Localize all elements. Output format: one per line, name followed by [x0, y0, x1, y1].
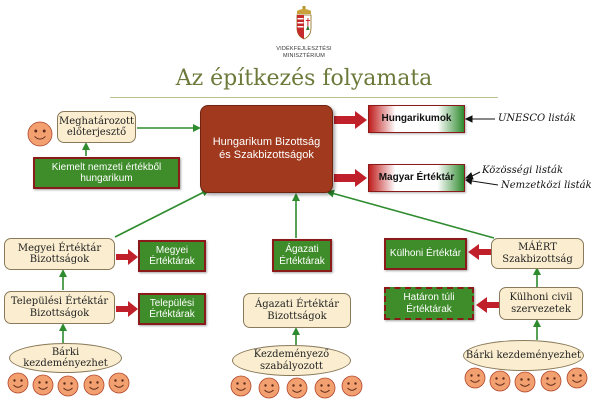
barki-kezdemenyezhet-right-node: Bárki kezdeményezhet	[463, 340, 584, 371]
smiley-face-icon	[108, 372, 130, 394]
kezdemenyezo-szabalyozott-label: Kezdeményező szabályozott	[253, 349, 330, 372]
smiley-face-icon	[27, 121, 53, 147]
title-divider	[110, 97, 498, 98]
kezdemenyezo-szabalyozott-node: Kezdeményező szabályozott	[232, 345, 351, 376]
barki-kezdemenyezhet-left-label: Bárki kezdeményezhet	[23, 346, 108, 370]
red-arrow-kulhoni	[468, 244, 491, 260]
barki-kezdemenyezhet-right-label: Bárki kezdeményezhet	[465, 349, 582, 361]
megyei-ertektarak-node: Megyei Értéktárak	[138, 240, 206, 272]
magyar-ertektar-label: Magyar Értéktár	[378, 172, 455, 184]
meghatarozott-eloterjeszto-label: Meghatározott előterjesztő	[58, 115, 135, 139]
barki-kezdemenyezhet-left-node: Bárki kezdeményezhet	[9, 343, 122, 373]
smiley-face-icon	[566, 367, 588, 389]
hungarikum-bizottsag-node: Hungarikum Bizottság és Szakbizottságok	[200, 105, 333, 193]
kulhoni-civil-szervezetek-label: Külhoni civil szervezetek	[509, 292, 573, 315]
megyei-ertektar-bizottsagok-node: Megyei Értéktár Bizottságok	[4, 238, 115, 270]
kozossegi-listak-label: Közösségi listák	[482, 165, 564, 176]
smiley-face-icon	[540, 370, 562, 392]
red-arrow-to-magyar-ertektar	[334, 169, 367, 187]
ministry-name: VIDÉKFEJLESZTÉSI MINISZTÉRIUM	[276, 46, 332, 59]
smiley-face-icon	[286, 377, 308, 399]
smiley-face-icon	[341, 375, 363, 397]
kulhoni-ertektar-label: Külhoni Értéktár	[389, 248, 462, 260]
maert-szakbizottsag-label: MÁÉRT Szakbizottság	[502, 242, 573, 265]
smiley-face-icon	[489, 370, 511, 392]
hataron-tuli-ertektarak-node: Határon túli Értéktárak	[384, 287, 474, 320]
magyar-ertektar-node: Magyar Értéktár	[368, 164, 465, 192]
smiley-faces	[7, 121, 588, 399]
nemzetkozi-listak-label: Nemzetközi listák	[501, 180, 592, 191]
agazati-ertektar-bizottsagok-label: Ágazati Értéktár Bizottságok	[254, 299, 340, 322]
megyei-ertektarak-label: Megyei Értéktárak	[149, 244, 195, 268]
agazati-ertektar-bizottsagok-node: Ágazati Értéktár Bizottságok	[243, 293, 351, 328]
coat-of-arms-icon	[296, 6, 312, 40]
kulhoni-ertektar-node: Külhoni Értéktár	[384, 238, 467, 270]
ministry-logo: VIDÉKFEJLESZTÉSI MINISZTÉRIUM	[258, 6, 350, 59]
telepulesi-ertektar-bizottsagok-label: Települési Értéktár Bizottságok	[10, 296, 109, 319]
kulhoni-civil-szervezetek-node: Külhoni civil szervezetek	[499, 287, 583, 320]
telepulesi-ertektar-bizottsagok-node: Települési Értéktár Bizottságok	[4, 291, 115, 324]
hataron-tuli-ertektarak-label: Határon túli Értéktárak	[403, 292, 455, 315]
smiley-face-icon	[32, 374, 54, 396]
smiley-face-icon	[258, 377, 280, 399]
hungarikumok-label: Hungarikumok	[381, 113, 452, 125]
hungarikum-bizottsag-label: Hungarikum Bizottság és Szakbizottságok	[212, 136, 321, 161]
side-label-arrows	[464, 115, 499, 186]
red-arrow-to-hungarikumok	[334, 111, 367, 129]
kiemelt-nemzeti-ertek-label: Kiemelt nemzeti értékből hungarikum	[51, 161, 162, 185]
agazati-ertektarak-label: Ágazati Értéktárak	[279, 244, 325, 267]
red-arrow-megyei	[116, 249, 138, 265]
kiemelt-nemzeti-ertek-node: Kiemelt nemzeti értékből hungarikum	[33, 157, 180, 189]
smiley-face-icon	[230, 375, 252, 397]
megyei-ertektar-bizottsagok-label: Megyei Értéktár Bizottságok	[17, 242, 102, 266]
smiley-face-icon	[314, 377, 336, 399]
red-arrow-telepulesi	[116, 301, 138, 317]
maert-szakbizottsag-node: MÁÉRT Szakbizottság	[491, 238, 584, 269]
smiley-face-icon	[514, 371, 536, 393]
hungarikumok-node: Hungarikumok	[368, 105, 465, 133]
red-arrow-hataron-tuli	[476, 297, 499, 313]
green-connectors	[59, 124, 541, 345]
telepulesi-ertektarak-node: Települési Értéktárak	[138, 293, 206, 325]
smiley-face-icon	[83, 374, 105, 396]
agazati-ertektarak-node: Ágazati Értéktárak	[272, 239, 332, 272]
smiley-face-icon	[57, 375, 79, 397]
smiley-face-icon	[464, 367, 486, 389]
telepulesi-ertektarak-label: Települési Értéktárak	[149, 297, 195, 321]
page-title: Az építkezés folyamata	[175, 66, 433, 91]
smiley-face-icon	[7, 372, 29, 394]
meghatarozott-eloterjeszto-node: Meghatározott előterjesztő	[57, 111, 136, 143]
unesco-listak-label: UNESCO listák	[498, 113, 576, 124]
